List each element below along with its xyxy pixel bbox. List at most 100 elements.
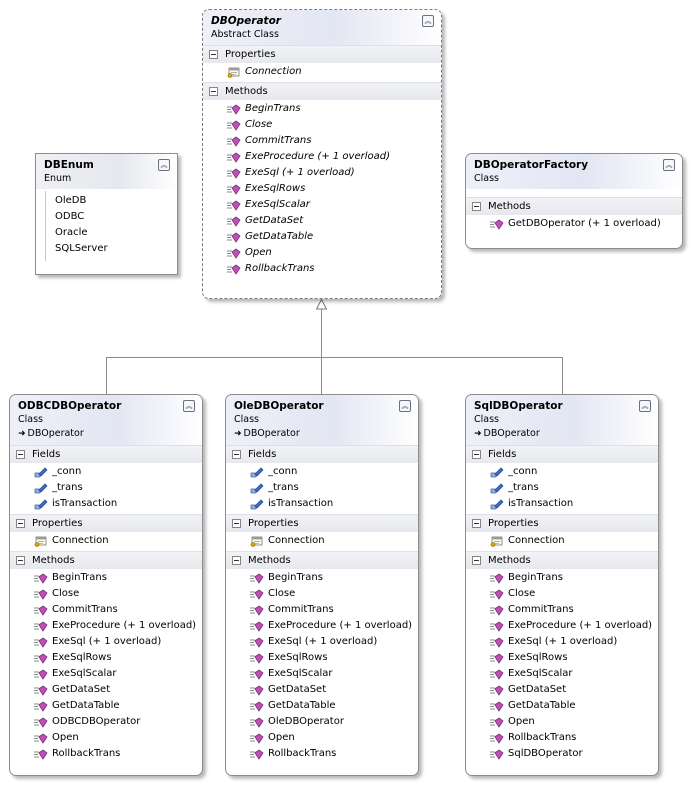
method-item[interactable]: GetDataSet	[466, 682, 658, 698]
method-item[interactable]: GetDataTable	[226, 698, 418, 714]
method-item[interactable]: CommitTrans	[226, 602, 418, 618]
method-item[interactable]: GetDataTable	[203, 229, 441, 245]
method-item[interactable]: ExeSql (+ 1 overload)	[466, 634, 658, 650]
method-item[interactable]: Close	[203, 117, 441, 133]
dboperator-class-shape[interactable]: DBOperator Abstract Class ︽ Properties C…	[202, 9, 442, 299]
section-properties[interactable]: Properties	[10, 514, 202, 532]
method-item[interactable]: ExeSqlRows	[10, 650, 202, 666]
method-item[interactable]: GetDataSet	[226, 682, 418, 698]
section-properties[interactable]: Properties	[466, 514, 658, 532]
method-item[interactable]: OleDBOperator	[226, 714, 418, 730]
field-item[interactable]: _conn	[466, 464, 658, 480]
method-item[interactable]: ExeSqlScalar	[466, 666, 658, 682]
method-item[interactable]: RollbackTrans	[203, 261, 441, 277]
method-item[interactable]: RollbackTrans	[226, 746, 418, 762]
enum-value[interactable]: OleDB	[46, 193, 177, 209]
method-item[interactable]: BeginTrans	[466, 570, 658, 586]
method-item[interactable]: ExeSqlRows	[203, 181, 441, 197]
method-item[interactable]: BeginTrans	[226, 570, 418, 586]
minus-toggle-icon[interactable]	[232, 556, 241, 565]
section-fields[interactable]: Fields	[226, 445, 418, 463]
method-item[interactable]: ExeSql (+ 1 overload)	[203, 165, 441, 181]
field-item[interactable]: _trans	[226, 480, 418, 496]
section-properties[interactable]: Properties	[203, 45, 441, 63]
minus-toggle-icon[interactable]	[472, 450, 481, 459]
field-item[interactable]: _conn	[10, 464, 202, 480]
method-item[interactable]: GetDBOperator (+ 1 overload)	[466, 216, 682, 232]
minus-toggle-icon[interactable]	[472, 556, 481, 565]
method-item[interactable]: ExeSqlScalar	[226, 666, 418, 682]
method-item[interactable]: ExeProcedure (+ 1 overload)	[226, 618, 418, 634]
method-item[interactable]: ExeProcedure (+ 1 overload)	[466, 618, 658, 634]
method-item[interactable]: Open	[226, 730, 418, 746]
minus-toggle-icon[interactable]	[472, 519, 481, 528]
odbcdboperator-class-shape[interactable]: ODBCDBOperator Class ➜DBOperator ︽ Field…	[9, 394, 203, 776]
method-item[interactable]: Close	[226, 586, 418, 602]
section-fields[interactable]: Fields	[10, 445, 202, 463]
field-item[interactable]: isTransaction	[226, 496, 418, 512]
section-fields[interactable]: Fields	[466, 445, 658, 463]
enum-value[interactable]: Oracle	[46, 225, 177, 241]
enum-value[interactable]: SQLServer	[46, 241, 177, 257]
field-item[interactable]: isTransaction	[466, 496, 658, 512]
method-item[interactable]: ODBCDBOperator	[10, 714, 202, 730]
field-item[interactable]: _trans	[10, 480, 202, 496]
minus-toggle-icon[interactable]	[209, 50, 218, 59]
chevron-up-icon[interactable]: ︽	[422, 15, 434, 27]
method-item[interactable]: Open	[10, 730, 202, 746]
property-item[interactable]: Connection	[466, 533, 658, 549]
dboperatorfactory-class-shape[interactable]: DBOperatorFactory Class ︽ Methods GetDBO…	[465, 153, 683, 249]
chevron-up-icon[interactable]: ︽	[183, 400, 195, 412]
method-item[interactable]: CommitTrans	[203, 133, 441, 149]
minus-toggle-icon[interactable]	[232, 450, 241, 459]
field-item[interactable]: isTransaction	[10, 496, 202, 512]
property-item[interactable]: Connection	[203, 64, 441, 80]
field-item[interactable]: _conn	[226, 464, 418, 480]
method-item[interactable]: CommitTrans	[10, 602, 202, 618]
property-item[interactable]: Connection	[10, 533, 202, 549]
method-item[interactable]: ExeSqlScalar	[203, 197, 441, 213]
sqldboperator-class-shape[interactable]: SqlDBOperator Class ➜DBOperator ︽ Fields…	[465, 394, 659, 776]
chevron-up-icon[interactable]: ︽	[663, 159, 675, 171]
method-item[interactable]: CommitTrans	[466, 602, 658, 618]
property-item[interactable]: Connection	[226, 533, 418, 549]
chevron-up-icon[interactable]: ︽	[158, 159, 170, 171]
method-item[interactable]: GetDataTable	[466, 698, 658, 714]
method-item[interactable]: RollbackTrans	[466, 730, 658, 746]
method-item[interactable]: ExeSql (+ 1 overload)	[226, 634, 418, 650]
method-item[interactable]: BeginTrans	[203, 101, 441, 117]
method-item[interactable]: ExeSqlRows	[226, 650, 418, 666]
minus-toggle-icon[interactable]	[16, 519, 25, 528]
chevron-up-icon[interactable]: ︽	[399, 400, 411, 412]
method-item[interactable]: ExeSql (+ 1 overload)	[10, 634, 202, 650]
section-methods[interactable]: Methods	[203, 82, 441, 100]
method-item[interactable]: Open	[466, 714, 658, 730]
method-item[interactable]: ExeProcedure (+ 1 overload)	[203, 149, 441, 165]
method-item[interactable]: Close	[466, 586, 658, 602]
method-item[interactable]: GetDataSet	[10, 682, 202, 698]
method-item[interactable]: SqlDBOperator	[466, 746, 658, 762]
oledboperator-class-shape[interactable]: OleDBOperator Class ➜DBOperator ︽ Fields…	[225, 394, 419, 776]
method-item[interactable]: BeginTrans	[10, 570, 202, 586]
section-methods[interactable]: Methods	[10, 551, 202, 569]
section-methods[interactable]: Methods	[466, 197, 682, 215]
method-item[interactable]: Close	[10, 586, 202, 602]
section-methods[interactable]: Methods	[466, 551, 658, 569]
method-item[interactable]: RollbackTrans	[10, 746, 202, 762]
method-item[interactable]: ExeSqlRows	[466, 650, 658, 666]
enum-value[interactable]: ODBC	[46, 209, 177, 225]
chevron-up-icon[interactable]: ︽	[639, 400, 651, 412]
minus-toggle-icon[interactable]	[209, 87, 218, 96]
method-item[interactable]: GetDataTable	[10, 698, 202, 714]
minus-toggle-icon[interactable]	[16, 556, 25, 565]
section-properties[interactable]: Properties	[226, 514, 418, 532]
minus-toggle-icon[interactable]	[472, 202, 481, 211]
method-item[interactable]: GetDataSet	[203, 213, 441, 229]
section-methods[interactable]: Methods	[226, 551, 418, 569]
method-item[interactable]: ExeSqlScalar	[10, 666, 202, 682]
method-item[interactable]: Open	[203, 245, 441, 261]
minus-toggle-icon[interactable]	[232, 519, 241, 528]
method-item[interactable]: ExeProcedure (+ 1 overload)	[10, 618, 202, 634]
minus-toggle-icon[interactable]	[16, 450, 25, 459]
